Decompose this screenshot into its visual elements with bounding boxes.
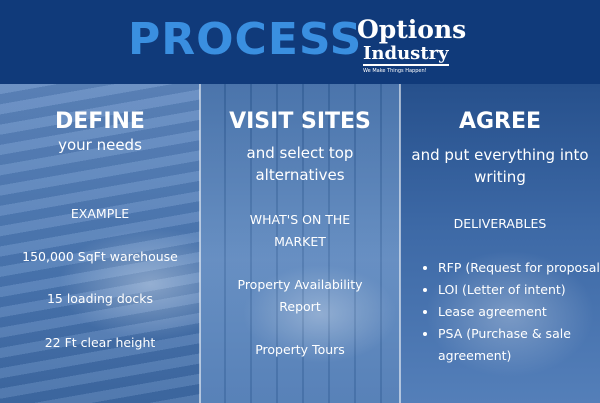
- column-visit-sites: VISIT SITES and select top alternatives …: [200, 84, 400, 403]
- market-label: WHAT'S ON THE MARKET: [249, 212, 351, 249]
- logo-word-options: Options: [357, 15, 467, 44]
- logo-word-industry: Industry: [363, 43, 449, 66]
- column-agree: AGREE and put everything into writing DE…: [400, 84, 600, 403]
- documents-photo-panel: [200, 84, 400, 403]
- deliverables-label: DELIVERABLES: [453, 216, 547, 231]
- page-title: PROCESS: [128, 14, 363, 65]
- header-banner: PROCESS Options Industry We Make Things …: [0, 0, 600, 84]
- laptop-photo-panel: [0, 84, 200, 403]
- brand-logo: Options Industry We Make Things Happen!: [357, 15, 467, 75]
- list-item: 15 loading docks: [46, 291, 154, 306]
- handshake-photo-panel: [400, 84, 600, 403]
- column-divider: [199, 84, 201, 403]
- list-item: Property Availability Report: [237, 277, 363, 314]
- column-subheading: and select top alternatives: [246, 144, 354, 184]
- column-subheading: and put everything into writing: [411, 146, 589, 186]
- list-item: PSA (Purchase & sale agreement): [438, 323, 600, 367]
- list-item: RFP (Request for proposal): [438, 257, 600, 279]
- list-item: Property Tours: [255, 342, 345, 357]
- list-item: 150,000 SqFt warehouse: [22, 249, 178, 264]
- column-heading: DEFINE: [55, 109, 145, 134]
- list-item: LOI (Letter of intent): [438, 279, 600, 301]
- column-divider: [399, 84, 401, 403]
- deliverables-list: RFP (Request for proposal) LOI (Letter o…: [420, 257, 600, 367]
- list-item: 22 Ft clear height: [44, 335, 156, 350]
- column-subheading: your needs: [58, 136, 142, 154]
- column-heading: VISIT SITES: [229, 109, 371, 134]
- column-heading: AGREE: [458, 109, 542, 134]
- logo-tagline: We Make Things Happen!: [363, 68, 427, 74]
- example-label: EXAMPLE: [70, 206, 130, 221]
- list-item: Lease agreement: [438, 301, 600, 323]
- column-define: DEFINE your needs EXAMPLE 150,000 SqFt w…: [0, 84, 200, 403]
